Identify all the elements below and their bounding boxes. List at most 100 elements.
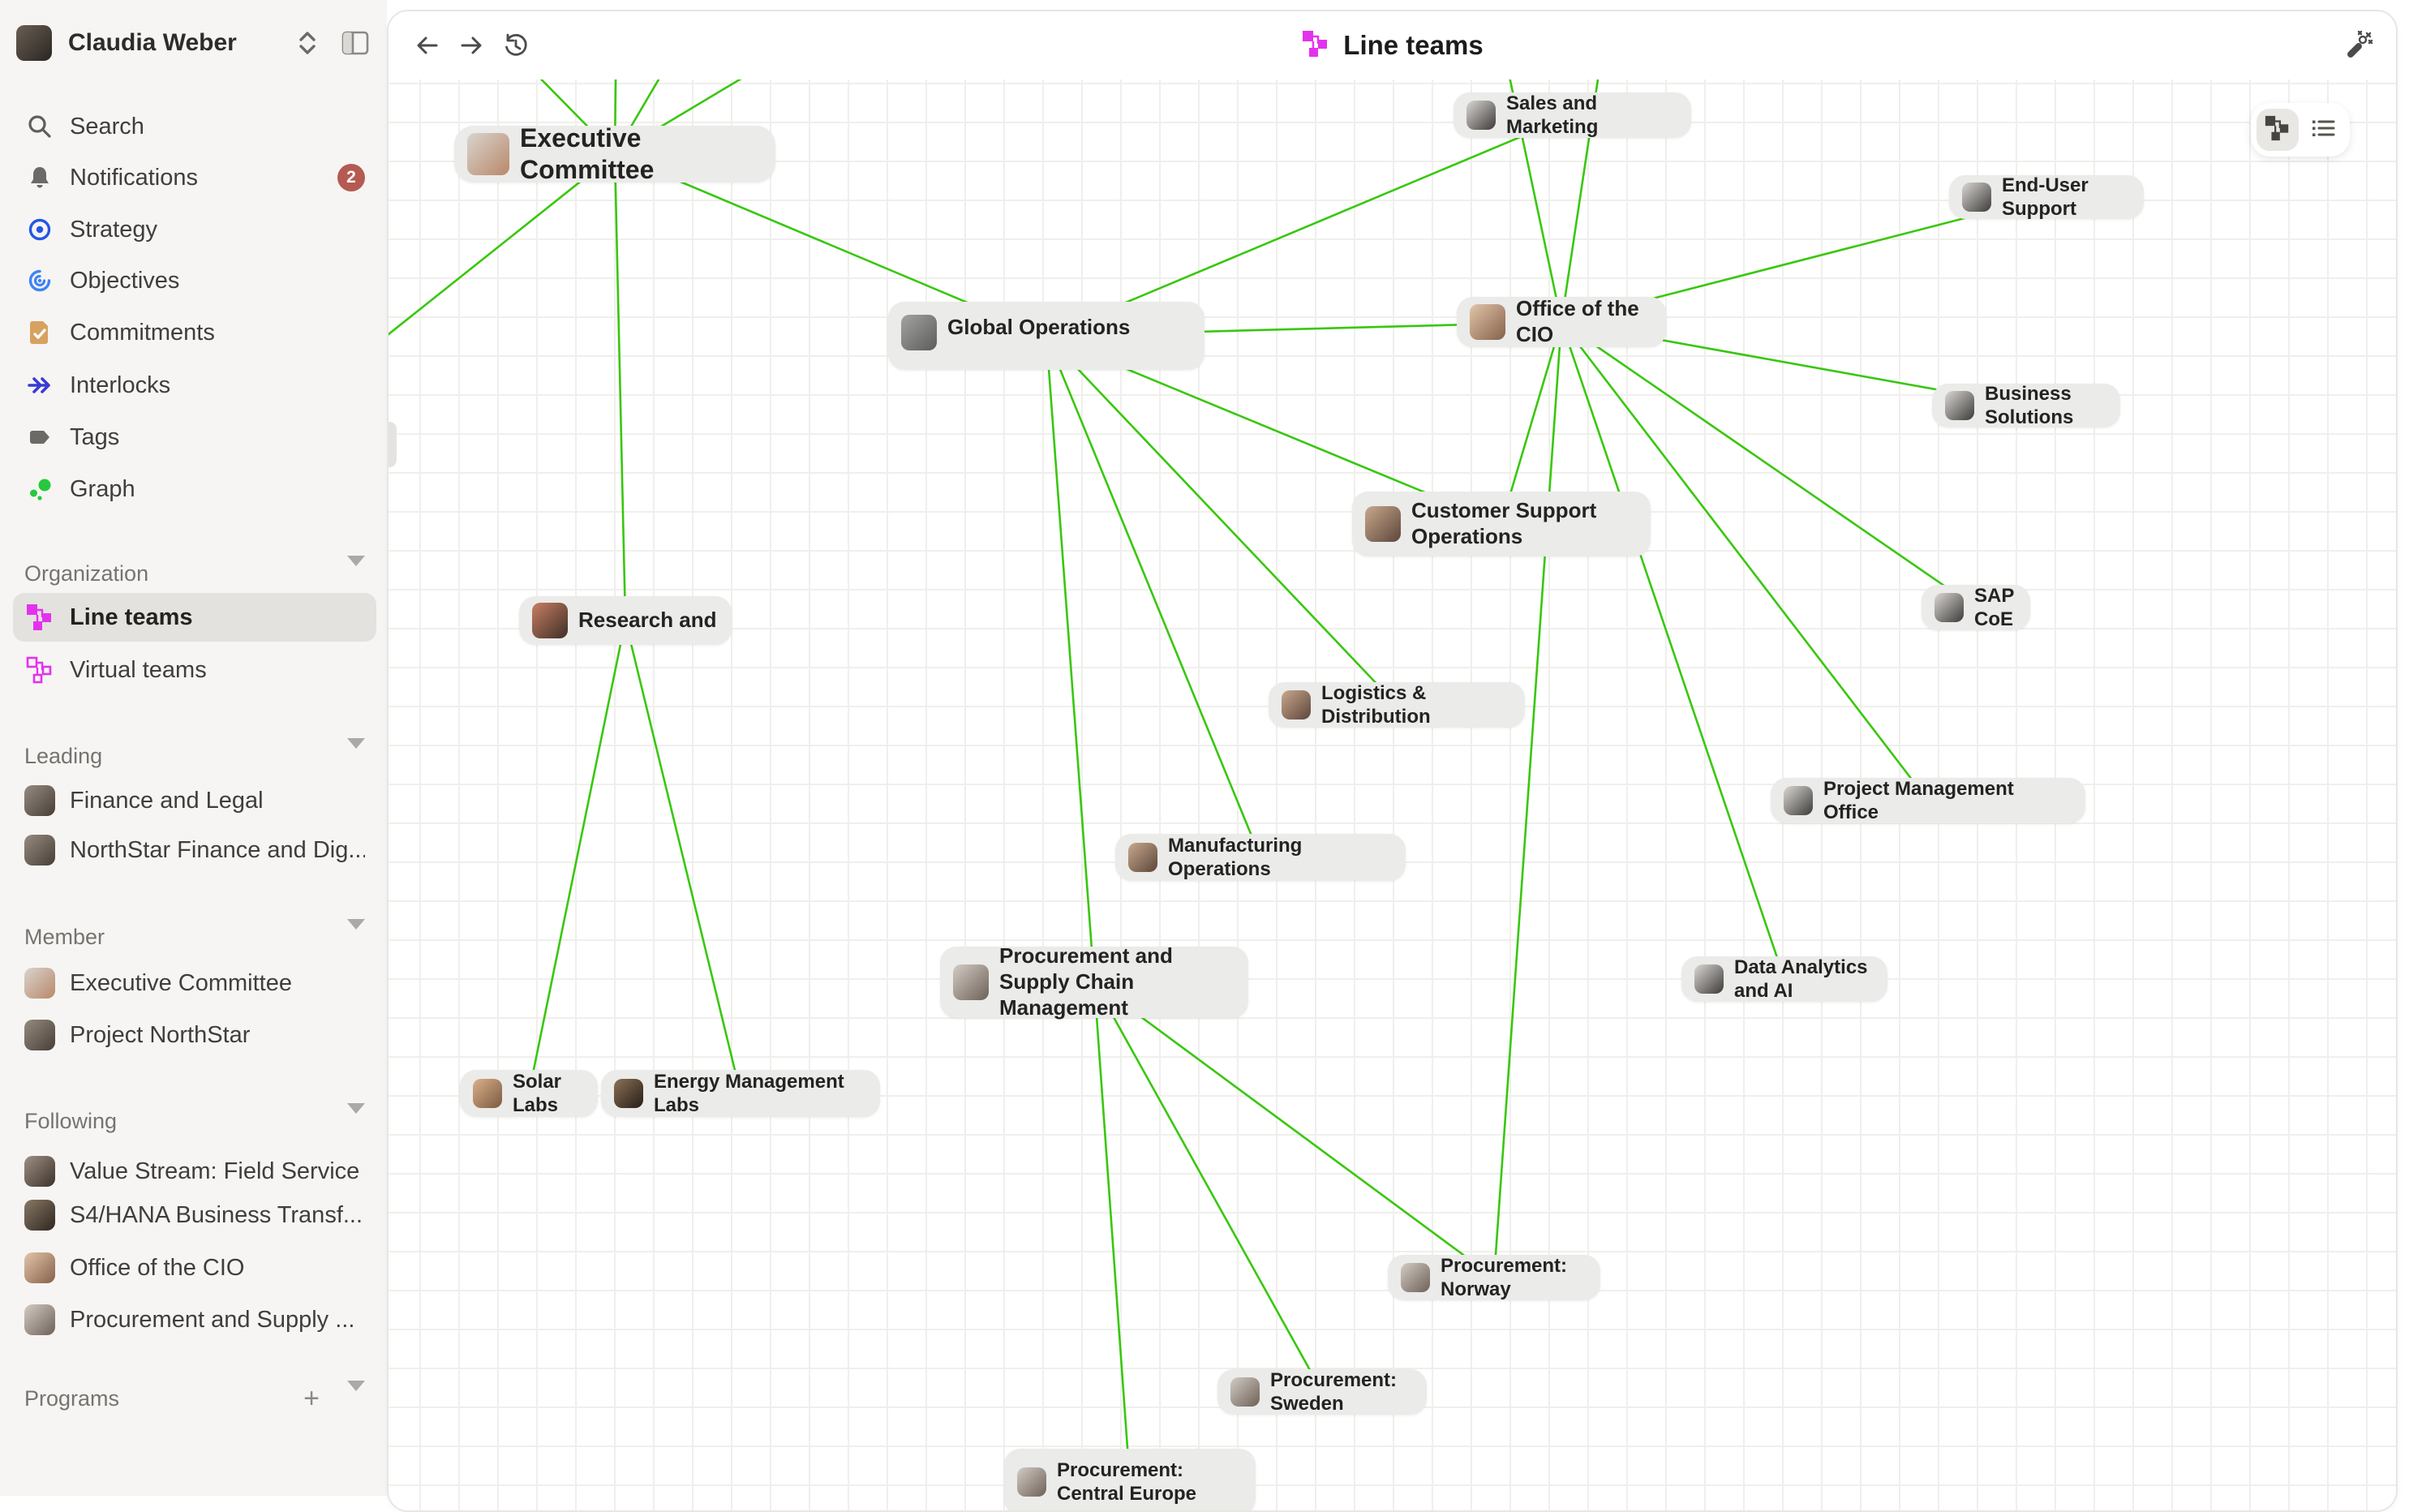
search-icon	[24, 111, 55, 142]
sidebar-item-tags[interactable]: Tags	[13, 413, 376, 462]
team-avatar	[1962, 183, 1991, 212]
canvas-header: Line teams	[389, 11, 2396, 79]
team-node-label: Data Analytics and AI	[1734, 956, 1868, 1002]
chevron-down-icon[interactable]	[347, 1381, 365, 1406]
sidebar-item-label: Project NorthStar	[70, 1021, 251, 1048]
tag-icon	[24, 422, 55, 453]
sidebar-item-label: Notifications	[70, 164, 198, 191]
list-icon	[2309, 114, 2337, 146]
objectives-icon	[24, 265, 55, 296]
sidebar-item-label: Finance and Legal	[70, 787, 264, 814]
team-avatar	[953, 964, 989, 1000]
team-avatar	[1466, 101, 1496, 130]
toggle-sidebar-icon[interactable]	[341, 28, 370, 58]
team-node-label: Sales and Marketing	[1506, 92, 1599, 138]
strategy-icon	[24, 214, 55, 245]
sidebar-item-value-stream-field-service[interactable]: Value Stream: Field Service	[13, 1147, 376, 1196]
chevron-down-icon[interactable]	[347, 1103, 365, 1128]
graph-view-button[interactable]	[2257, 109, 2299, 151]
team-node-solar-labs[interactable]: Solar Labs	[460, 1070, 598, 1117]
list-view-button[interactable]	[2302, 109, 2344, 151]
sidebar-item-commitments[interactable]: Commitments	[13, 308, 376, 357]
section-header-organization: Organization	[24, 556, 365, 591]
section-label: Member	[24, 924, 105, 949]
team-node-proc-sweden[interactable]: Procurement: Sweden	[1217, 1369, 1427, 1415]
team-node-label: Manufacturing Operations	[1168, 834, 1303, 880]
team-node-sales-marketing[interactable]: Sales and Marketing	[1454, 92, 1691, 138]
team-avatar	[1934, 593, 1964, 622]
sidebar-item-interlocks[interactable]: Interlocks	[13, 361, 376, 410]
sidebar-item-label: Objectives	[70, 267, 180, 294]
avatar	[24, 785, 55, 816]
panel-resize-handle[interactable]	[389, 422, 397, 467]
user-switcher[interactable]: Claudia Weber	[16, 21, 373, 65]
team-node-office-cio[interactable]: Office of the CIO	[1457, 296, 1666, 347]
team-node-business-solutions[interactable]: Business Solutions	[1932, 382, 2120, 428]
team-node-pmo[interactable]: Project Management Office	[1771, 778, 2085, 823]
team-node-proc-norway[interactable]: Procurement: Norway	[1388, 1255, 1600, 1300]
forward-arrow-icon[interactable]	[458, 32, 484, 58]
team-node-energy-mgmt-labs[interactable]: Energy Management Labs	[601, 1070, 880, 1117]
sidebar-item-label: Graph	[70, 475, 135, 502]
sidebar-item-executive-committee[interactable]: Executive Committee	[13, 959, 376, 1007]
sidebar-item-label: Tags	[70, 423, 120, 450]
team-node-label: Executive Committee	[520, 122, 655, 184]
chevron-down-icon[interactable]	[347, 556, 365, 581]
sidebar-item-s4hana-transformation[interactable]: S4/HANA Business Transf...	[13, 1191, 376, 1239]
team-node-data-analytics-ai[interactable]: Data Analytics and AI	[1681, 956, 1887, 1002]
history-icon[interactable]	[502, 32, 530, 59]
team-node-label: Research and Dev	[578, 608, 719, 633]
team-node-proc-central-eu[interactable]: Procurement: Central Europe	[1004, 1449, 1256, 1510]
sidebar-item-search[interactable]: Search	[13, 102, 376, 151]
avatar	[24, 1020, 55, 1050]
sidebar-item-objectives[interactable]: Objectives	[13, 256, 376, 305]
team-node-exec-committee[interactable]: Executive Committee	[454, 123, 775, 184]
add-program-button[interactable]: +	[303, 1383, 320, 1414]
team-avatar	[614, 1079, 643, 1108]
team-node-manufacturing-ops[interactable]: Manufacturing Operations	[1115, 834, 1406, 881]
team-node-label: Procurement: Norway	[1441, 1254, 1568, 1300]
team-node-end-user-support[interactable]: End-User Support	[1949, 174, 2144, 220]
section-label: Programs	[24, 1385, 120, 1411]
team-node-label: Business Solutions	[1985, 382, 2074, 428]
sidebar-item-label: Interlocks	[70, 372, 171, 398]
sidebar-item-office-of-the-cio[interactable]: Office of the CIO	[13, 1244, 376, 1292]
team-node-logistics-dist[interactable]: Logistics & Distribution	[1269, 682, 1525, 728]
virtual-teams-icon	[24, 655, 55, 685]
team-avatar	[1282, 690, 1311, 719]
sidebar-item-label: Strategy	[70, 216, 157, 243]
team-node-label: End-User Support	[2002, 174, 2089, 220]
team-node-research-dev[interactable]: Research and Dev	[519, 596, 732, 645]
back-arrow-icon[interactable]	[414, 32, 440, 58]
sidebar-item-line-teams[interactable]: Line teams	[13, 593, 376, 642]
sidebar-item-graph[interactable]: Graph	[13, 465, 376, 513]
sidebar-item-label: S4/HANA Business Transf...	[70, 1201, 363, 1228]
team-node-label: Procurement: Sweden	[1270, 1368, 1398, 1415]
chevron-updown-icon[interactable]	[297, 29, 318, 57]
sidebar-item-finance-legal[interactable]: Finance and Legal	[13, 776, 376, 825]
team-node-label: Procurement: Central Europe	[1057, 1458, 1197, 1505]
sidebar-item-label: Search	[70, 113, 144, 140]
sidebar-item-label: Office of the CIO	[70, 1254, 245, 1281]
sidebar-item-virtual-teams[interactable]: Virtual teams	[13, 646, 376, 694]
avatar	[24, 968, 55, 999]
bell-icon	[24, 162, 55, 193]
sidebar-item-strategy[interactable]: Strategy	[13, 205, 376, 254]
team-node-pscm[interactable]: Procurement and Supply Chain Management	[940, 943, 1248, 1020]
sidebar-item-northstar-finance[interactable]: NorthStar Finance and Dig...	[13, 826, 376, 874]
magic-wand-icon[interactable]	[2342, 29, 2375, 62]
team-avatar	[1945, 391, 1974, 420]
team-node-global-operations[interactable]: Global Operations	[888, 302, 1204, 370]
section-header-programs: Programs +	[24, 1381, 365, 1416]
chevron-down-icon[interactable]	[347, 919, 365, 944]
team-node-sap-coe[interactable]: SAP CoE	[1922, 585, 2030, 630]
team-node-customer-support[interactable]: Customer Support Operations	[1352, 492, 1651, 556]
sidebar-item-procurement-supply[interactable]: Procurement and Supply ...	[13, 1295, 376, 1344]
sidebar-item-project-northstar[interactable]: Project NorthStar	[13, 1011, 376, 1059]
sidebar-item-label: Executive Committee	[70, 969, 292, 996]
chevron-down-icon[interactable]	[347, 738, 365, 763]
team-avatar	[1017, 1467, 1046, 1497]
team-avatar	[1784, 786, 1813, 815]
